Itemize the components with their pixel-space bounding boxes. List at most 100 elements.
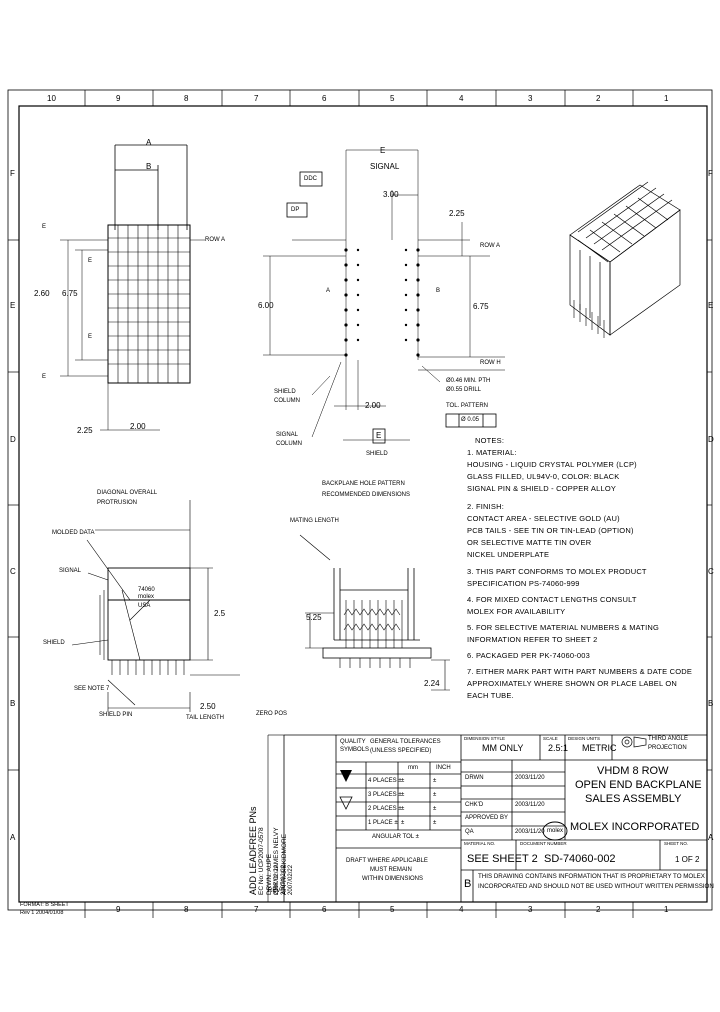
zone-label-right: E — [708, 301, 714, 310]
qa-date: 2003/11/20 — [515, 829, 545, 835]
draft-note: WITHIN DIMENSIONS — [362, 876, 423, 882]
mating-length-label: MATING LENGTH — [290, 518, 339, 524]
chip-label: USA — [138, 603, 151, 609]
proprietary-notice: INCORPORATED AND SHOULD NOT BE USED WITH… — [478, 883, 714, 890]
notes-heading: NOTES: — [475, 436, 505, 445]
hole-note: Ø0.55 DRILL — [446, 387, 482, 393]
shield-pin-label: SHIELD PIN — [99, 712, 133, 718]
drawing-size: B — [464, 878, 472, 890]
tol-row: 2 PLACES ± — [368, 806, 402, 812]
note-line: MOLEX FOR AVAILABILITY — [467, 607, 566, 616]
zone-label-bottom: 6 — [322, 905, 327, 914]
shield-column-label: SHIELD — [274, 389, 296, 395]
dim-225: 2.25 — [449, 209, 465, 218]
drawing-title: VHDM 8 ROW — [597, 765, 669, 777]
zone-label-top: 6 — [322, 94, 327, 103]
note-line: NICKEL UNDERPLATE — [467, 550, 550, 559]
scale: 2.5:1 — [548, 743, 569, 753]
note-line: 1. MATERIAL: — [467, 448, 517, 457]
drawn-date: 2003/11/20 — [515, 775, 545, 781]
drawing-title: OPEN END BACKPLANE — [575, 779, 702, 791]
chip-label: 74060 — [138, 587, 155, 593]
rev-label: REV — [268, 888, 281, 894]
note-line: 4. FOR MIXED CONTACT LENGTHS CONSULT — [467, 595, 637, 604]
dim-left: 2.25 — [77, 426, 93, 435]
box-dp: DP — [291, 207, 300, 213]
revision-date: 2007/02/22 — [280, 864, 287, 895]
note-line: OR SELECTIVE MATTE TIN OVER — [467, 538, 592, 547]
tol-mm: ± — [401, 806, 405, 812]
dim-525: 5.25 — [306, 613, 322, 622]
shield-label: SHIELD — [43, 640, 65, 646]
unit-mm: mm — [408, 765, 418, 771]
dim-inner: 6.75 — [62, 289, 78, 298]
note-line: APPROXIMATELY WHERE SHOWN OR PLACE LABEL… — [467, 679, 678, 688]
zone-label-bottom: 9 — [116, 905, 121, 914]
row-h-label: ROW H — [480, 360, 501, 366]
note-line: 2. FINISH: — [467, 502, 505, 511]
zone-label-bottom: 4 — [459, 905, 464, 914]
box-e: E — [376, 431, 382, 440]
mark-e: E — [88, 258, 93, 264]
note-line: EACH TUBE. — [467, 691, 514, 700]
tol-row: 3 PLACES ± — [368, 792, 402, 798]
row-a-label: ROW A — [205, 237, 226, 243]
dim-a: A — [146, 138, 152, 147]
checked-label: CHK'D — [465, 802, 484, 808]
note-line: 3. THIS PART CONFORMS TO MOLEX PRODUCT — [467, 567, 647, 576]
proprietary-notice: THIS DRAWING CONTAINS INFORMATION THAT I… — [478, 873, 705, 880]
note-line: CONTACT AREA - SELECTIVE GOLD (AU) — [467, 514, 620, 523]
shield-column-label: COLUMN — [274, 398, 301, 404]
zone-label-bottom: 7 — [254, 905, 259, 914]
zone-label-top: 5 — [390, 94, 395, 103]
tol-inch: ± — [433, 792, 437, 798]
tol-inch: ± — [433, 806, 437, 812]
zone-label-top: 1 — [664, 94, 669, 103]
angular-tol: ANGULAR TOL ± — [372, 834, 419, 840]
format-label: FORMAT: B SHEET — [20, 902, 69, 908]
dim-200: 2.00 — [365, 401, 381, 410]
revision-date-label: Rev 1 2004/01/08 — [20, 910, 64, 916]
zone-label-bottom: 5 — [390, 905, 395, 914]
zone-label-left: A — [10, 833, 16, 842]
note-line: SIGNAL PIN & SHIELD - COPPER ALLOY — [467, 484, 617, 493]
dim-25: 2.5 — [214, 609, 226, 618]
checked-date: 2003/11/20 — [515, 802, 545, 808]
draft-note: DRAFT WHERE APPLICABLE — [346, 858, 428, 864]
third-angle-label: PROJECTION — [648, 745, 687, 751]
hole-pattern-dots — [344, 248, 420, 357]
molex-logo: molex — [547, 828, 564, 834]
zone-label-top: 7 — [254, 94, 259, 103]
letter-b: B — [436, 288, 441, 294]
zone-label-left: D — [10, 435, 16, 444]
zone-label-bottom: 8 — [184, 905, 189, 914]
sheet-number: 1 OF 2 — [675, 855, 700, 864]
zone-label-left: C — [10, 567, 16, 576]
signal-label: SIGNAL — [59, 568, 82, 574]
note-line: INFORMATION REFER TO SHEET 2 — [467, 635, 598, 644]
dim-style-label: DIMENSION STYLE — [464, 736, 506, 741]
zone-label-top: 8 — [184, 94, 189, 103]
sheet-label: SHEET NO. — [664, 841, 689, 846]
box-ddc: DDC — [304, 176, 317, 182]
note-line: SPECIFICATION PS-74060-999 — [467, 579, 580, 588]
zone-label-top: 9 — [116, 94, 121, 103]
note-line: GLASS FILLED, UL94V-0, COLOR: BLACK — [467, 472, 620, 481]
draft-note: MUST REMAIN — [370, 867, 412, 873]
quality-label: SYMBOLS — [340, 747, 370, 753]
zone-label-bottom: 3 — [528, 905, 533, 914]
unit-inch: INCH — [436, 765, 451, 771]
general-tolerances-label: GENERAL TOLERANCES — [370, 739, 441, 745]
dim-bottom: 2.00 — [130, 422, 146, 431]
third-angle-label: THIRD ANGLE — [648, 736, 689, 742]
row-a-label: ROW A — [480, 243, 501, 249]
zone-label-bottom: 2 — [596, 905, 601, 914]
diagonal-label: DIAGONAL OVERALL — [97, 490, 158, 496]
hole-pattern-title: BACKPLANE HOLE PATTERN — [322, 481, 405, 487]
tol-row: 4 PLACES ± — [368, 778, 402, 784]
zero-pos-label: ZERO POS — [256, 711, 288, 717]
zone-label-top: 10 — [47, 94, 56, 103]
note-line: PCB TAILS - SEE TIN OR TIN-LEAD (OPTION) — [467, 526, 634, 535]
tol-inch: ± — [433, 778, 437, 784]
